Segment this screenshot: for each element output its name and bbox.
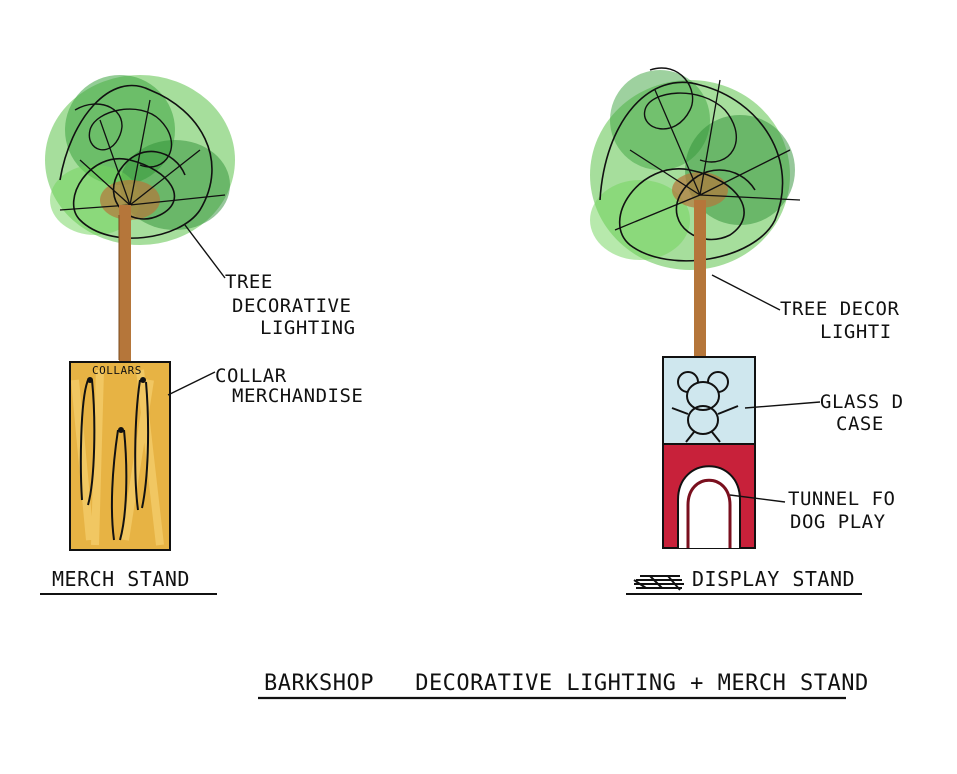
collar-3 bbox=[110, 429, 128, 541]
merch-stand-drawing: COLLARS TREE DECORATIVE LIGHTING COLLAR … bbox=[40, 75, 363, 595]
right-case-leader bbox=[744, 401, 821, 409]
glass-display-case bbox=[662, 356, 756, 445]
display-stand-drawing: TREE DECOR LIGHTI GLASS D CASE TUNNEL FO… bbox=[590, 67, 904, 595]
right-tunnel-leader bbox=[729, 494, 786, 503]
left-tree-label-3: LIGHTING bbox=[260, 317, 356, 339]
right-case-label-1: GLASS D bbox=[820, 391, 904, 413]
right-tree-label-1: TREE DECOR bbox=[780, 298, 899, 320]
left-merch-label-1: COLLAR bbox=[215, 365, 287, 387]
right-tree-foliage bbox=[590, 67, 801, 270]
merch-box: COLLARS bbox=[69, 361, 171, 551]
left-tree-leader bbox=[184, 224, 226, 279]
display-stand-caption: DISPLAY STAND bbox=[692, 567, 855, 591]
left-tree-trunk bbox=[119, 205, 131, 362]
right-tree-trunk bbox=[694, 200, 706, 357]
collars-sign: COLLARS bbox=[92, 364, 142, 377]
left-merch-label-2: MERCHANDISE bbox=[232, 385, 363, 407]
merch-stand-caption: MERCH STAND bbox=[52, 567, 190, 591]
right-tree-label-2: LIGHTI bbox=[820, 321, 892, 343]
right-tunnel-label-2: DOG PLAY bbox=[790, 511, 886, 533]
collar-1 bbox=[79, 379, 96, 506]
left-tree-foliage bbox=[45, 75, 235, 245]
left-tree-label-2: DECORATIVE bbox=[232, 295, 351, 317]
right-case-label-2: CASE bbox=[836, 413, 884, 435]
collar-2 bbox=[134, 379, 150, 511]
scribble-out bbox=[633, 575, 684, 591]
left-merch-leader bbox=[167, 371, 216, 396]
sketch-title: BARKSHOP DECORATIVE LIGHTING + MERCH STA… bbox=[264, 671, 869, 696]
right-tunnel-label-1: TUNNEL FO bbox=[788, 488, 895, 510]
dog-toy-figure bbox=[671, 371, 739, 443]
right-tree-leader bbox=[711, 274, 781, 311]
left-tree-label-1: TREE bbox=[225, 271, 273, 293]
